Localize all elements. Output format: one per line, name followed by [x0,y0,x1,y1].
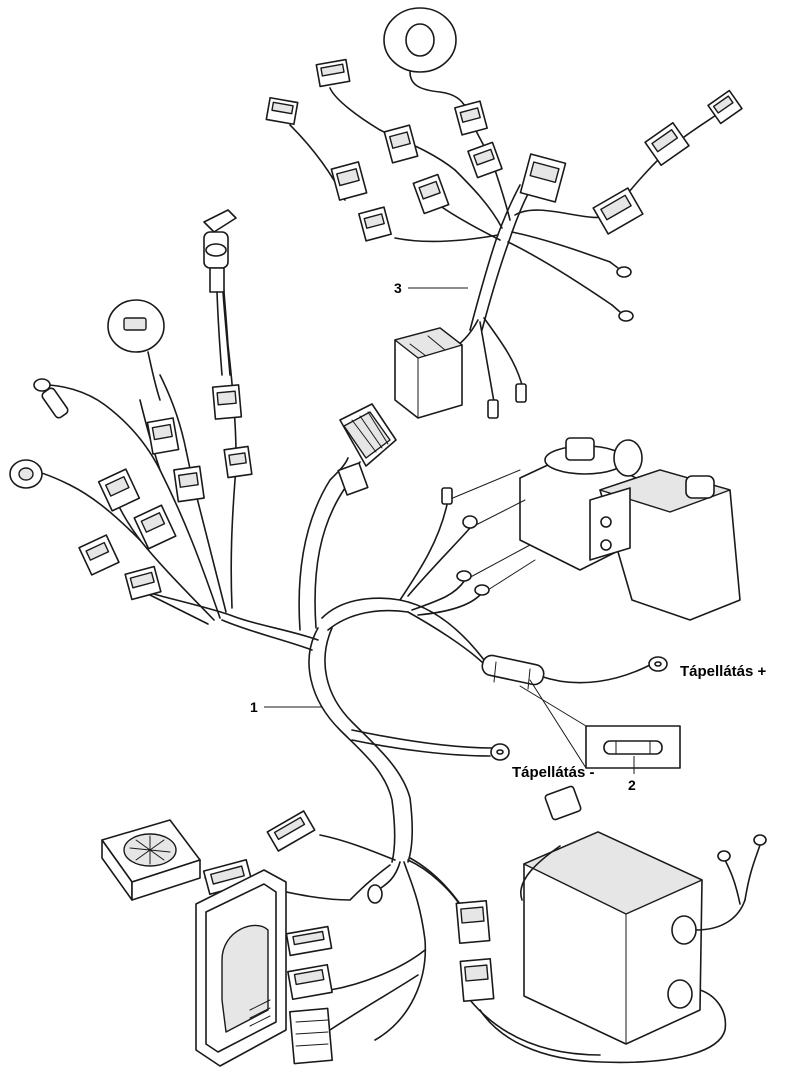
connector-plug [644,121,690,167]
connector-plug [223,445,253,479]
connector-plug [707,89,743,125]
connector-plug [265,96,299,126]
connector-plug [146,417,180,455]
connector-plug [330,161,368,201]
ring-terminal [609,261,632,278]
connector-plug [173,465,205,503]
connector-plug [459,957,495,1003]
callout-2: 2 [628,756,636,793]
main-harness-trunk [139,457,493,863]
fuse-callout-box [519,679,681,769]
charger-terminals [717,834,767,905]
callout-number-3: 3 [394,280,402,296]
callout-number-1: 1 [250,699,258,715]
connector-plug [315,58,351,88]
sensor-probe [33,378,69,419]
ring-terminal-negative [490,743,510,761]
spade-terminal [487,399,499,419]
main-connector-block [337,403,397,496]
connector-plug [211,384,243,420]
bulb-terminal [367,884,383,904]
fuse-holder [481,654,545,690]
power-positive-label: Tápellátás + [680,663,767,680]
connector-plug [454,100,488,136]
connector-plug [78,534,120,576]
spade-terminal [515,383,527,403]
connector-plug [592,187,644,235]
hour-meter [107,299,165,401]
connector-plug [287,963,333,1001]
ring-terminal [611,304,634,322]
power-negative-label: Tápellátás - [512,764,595,781]
connector-plug [455,899,491,945]
connector-plug [358,206,392,242]
connector-plug [266,810,316,852]
battery-charger [520,785,746,1045]
callout-1: 1 [250,699,322,715]
power-positive-lead [407,611,651,684]
connector-plug [289,1007,333,1065]
connector-plug [97,468,141,512]
donut-sensor [383,7,467,109]
ring-terminal-positive [648,656,668,672]
connector-plug [412,173,450,215]
callout-number-2: 2 [628,777,636,793]
relay-block [394,327,463,419]
connector-plug [383,124,419,164]
connector-plug [124,565,162,601]
connector-plug [519,153,567,203]
controller-module [195,869,287,1067]
pump-motor [519,437,741,621]
connector-plug [285,925,333,957]
key-switch [203,209,237,376]
horn [9,459,43,489]
motor-leads [399,469,536,616]
connector-plug [133,504,177,550]
connector-plug [467,141,503,179]
callout-3: 3 [394,280,468,296]
cooling-fan [101,819,201,901]
